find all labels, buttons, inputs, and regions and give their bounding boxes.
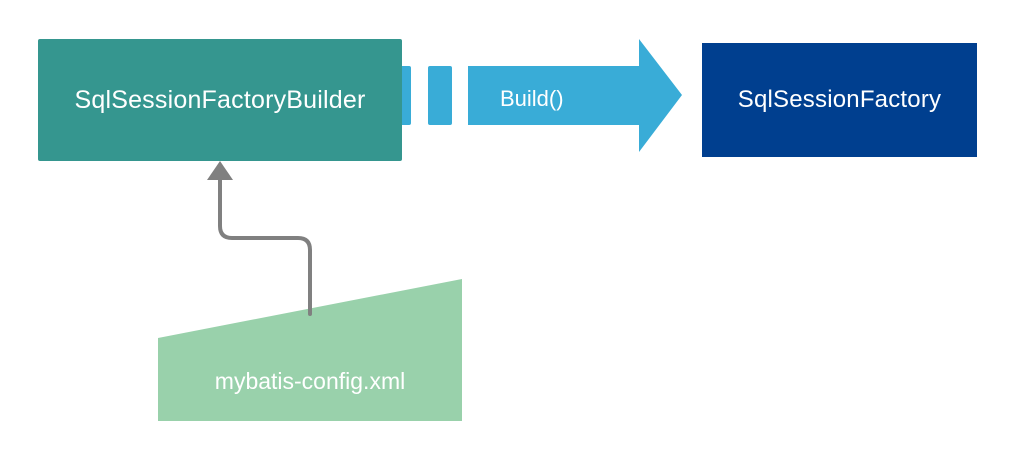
connector-arrowhead (207, 161, 233, 180)
builder-node-label: SqlSessionFactoryBuilder (74, 85, 366, 114)
builder-node: SqlSessionFactoryBuilder (38, 39, 402, 161)
config-document-shape (158, 279, 462, 421)
build-arrow-dash-2 (428, 66, 452, 125)
build-arrow-label: Build() (500, 86, 564, 111)
factory-node: SqlSessionFactory (702, 43, 977, 157)
config-node-label: mybatis-config.xml (214, 367, 406, 394)
factory-node-label: SqlSessionFactory (737, 86, 942, 113)
build-arrow-body (468, 39, 682, 152)
config-to-builder-connector (218, 176, 312, 316)
